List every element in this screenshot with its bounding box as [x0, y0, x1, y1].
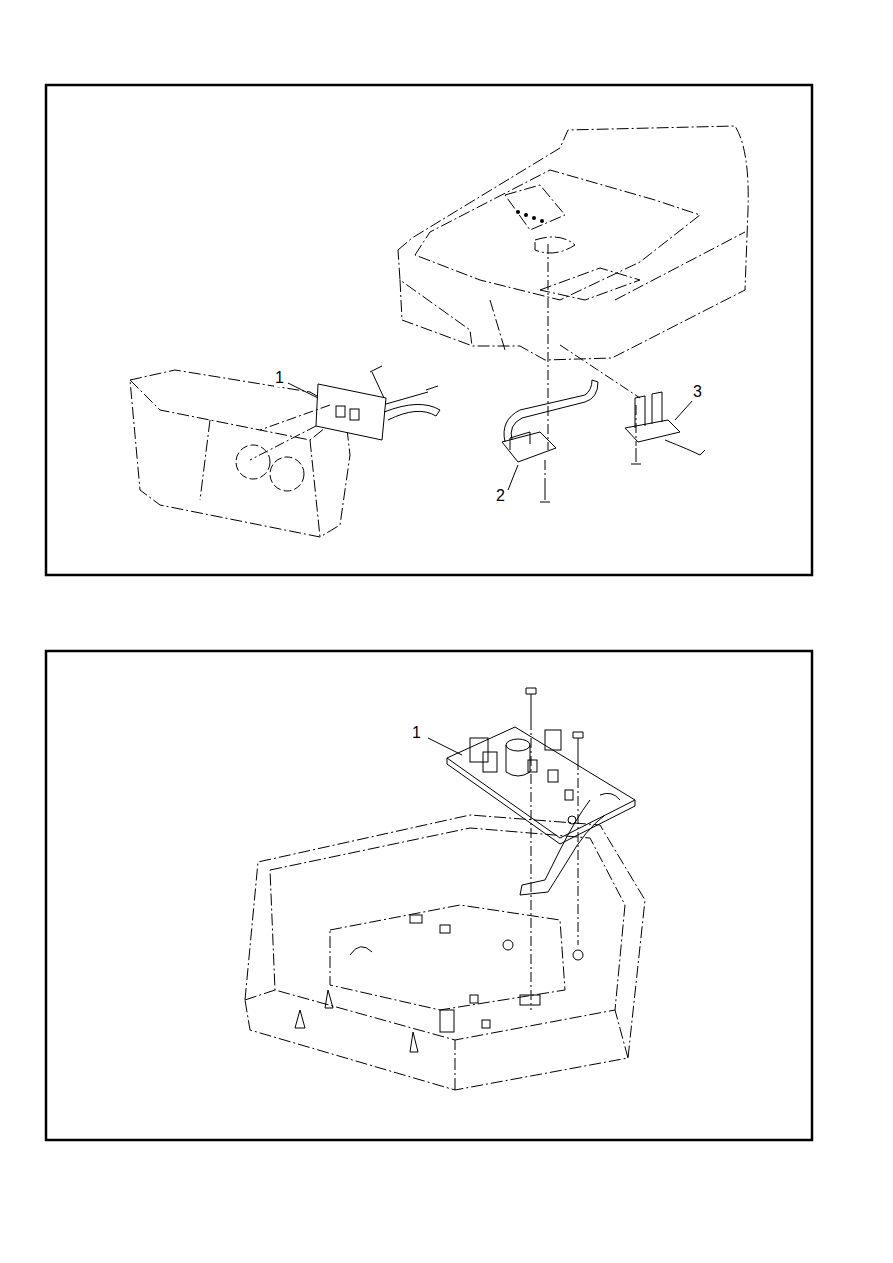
housing-detail — [295, 915, 583, 1052]
leader-line — [428, 738, 462, 755]
lower-housing — [245, 815, 645, 1090]
leader-line — [675, 400, 693, 420]
sensor-board — [502, 244, 598, 502]
leader-line — [508, 465, 518, 490]
callout-number: 1 — [411, 724, 422, 742]
frame — [46, 651, 812, 1140]
callout-number: 3 — [692, 383, 703, 401]
sensor-holder — [560, 345, 705, 464]
switch-board — [250, 366, 440, 460]
leader-line — [288, 383, 318, 398]
frame — [46, 85, 812, 575]
upper-housing — [398, 126, 748, 360]
screw — [526, 688, 583, 1010]
callout-number: 2 — [495, 487, 506, 505]
callout-number: 1 — [274, 369, 285, 387]
